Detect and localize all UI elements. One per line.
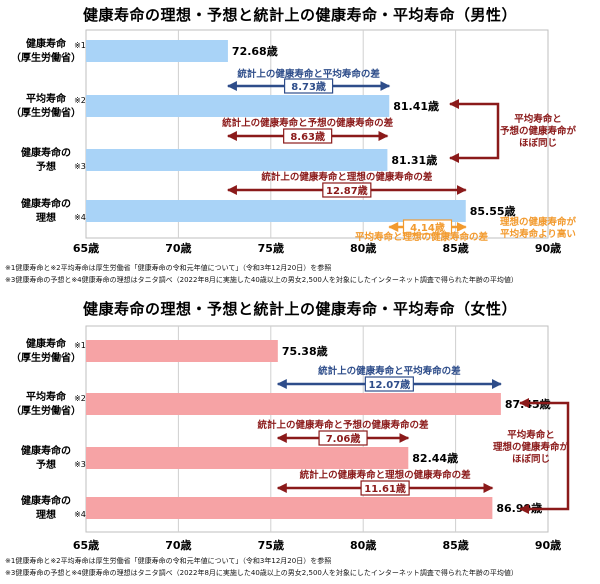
bar <box>86 149 388 171</box>
difference-label: 統計上の健康寿命と理想の健康寿命の差 <box>261 171 433 183</box>
female-footnote-2: ※3健康寿命の予想と※4健康寿命の理想はタニタ調べ（2022年8月に実施した40… <box>5 569 518 577</box>
difference-box <box>283 78 334 94</box>
side-note-line: ほぼ同じ <box>512 453 550 465</box>
bar <box>86 340 278 362</box>
category-label: 平均寿命 <box>26 390 67 403</box>
difference-value: 12.87歳 <box>326 184 368 197</box>
difference-label: 統計上の健康寿命と予想の健康寿命の差 <box>222 117 394 129</box>
category-footnote-mark: ※1 <box>74 341 86 350</box>
category-footnote-mark: ※3 <box>74 162 86 171</box>
x-tick-label: 75歳 <box>258 241 284 255</box>
x-tick-label: 80歳 <box>350 538 376 552</box>
category-footnote-mark: ※2 <box>74 96 86 105</box>
bar <box>86 95 390 117</box>
male-footnote-2: ※3健康寿命の予想と※4健康寿命の理想はタニタ調べ（2022年8月に実施した40… <box>5 276 518 284</box>
bar <box>86 200 466 222</box>
bar-value-label: 82.44歳 <box>412 451 458 465</box>
difference-label: 統計上の健康寿命と平均寿命の差 <box>318 365 461 377</box>
difference-value: 4.14歳 <box>410 221 445 234</box>
bar-value-label: 85.55歳 <box>470 204 516 218</box>
category-label: 平均寿命 <box>26 92 67 105</box>
category-label: 健康寿命 <box>26 37 67 50</box>
difference-value: 7.06歳 <box>326 432 361 445</box>
category-footnote-mark: ※4 <box>74 510 86 519</box>
category-label-sub: （厚生労働省） <box>11 106 81 119</box>
difference-label: 統計上の健康寿命と平均寿命の差 <box>237 68 380 80</box>
bar-value-label: 75.38歳 <box>282 344 328 358</box>
x-tick-label: 70歳 <box>165 241 191 255</box>
category-label: 健康寿命の <box>21 146 71 159</box>
difference-box <box>283 128 333 144</box>
difference-box <box>322 182 372 198</box>
category-label-sub: 予想 <box>36 160 56 173</box>
x-tick-label: 85歳 <box>442 538 468 552</box>
difference-value: 8.73歳 <box>291 80 326 93</box>
difference-label: 統計上の健康寿命と予想の健康寿命の差 <box>258 419 430 431</box>
bar <box>86 40 228 62</box>
x-tick-label: 75歳 <box>258 538 284 552</box>
category-footnote-mark: ※1 <box>74 41 86 50</box>
category-footnote-mark: ※2 <box>74 394 86 403</box>
bar-value-label: 72.68歳 <box>232 44 278 58</box>
x-tick-label: 90歳 <box>535 538 561 552</box>
x-tick-label: 65歳 <box>73 538 99 552</box>
category-label: 健康寿命 <box>26 337 67 350</box>
bar <box>86 497 493 519</box>
x-tick-label: 85歳 <box>442 241 468 255</box>
category-label-sub: 予想 <box>36 458 56 471</box>
x-tick-label: 70歳 <box>165 538 191 552</box>
side-note-line: 予想の健康寿命が <box>500 125 577 137</box>
side-note-line: 平均寿命より高い <box>500 228 576 240</box>
category-footnote-mark: ※4 <box>74 213 86 222</box>
x-tick-label: 65歳 <box>73 241 99 255</box>
bar-value-label: 81.41歳 <box>393 99 439 113</box>
category-label-sub: 理想 <box>36 508 56 521</box>
plot-frame <box>85 29 549 239</box>
side-note-line: 理想の健康寿命が <box>493 441 570 453</box>
bar <box>86 447 409 469</box>
category-label-sub: （厚生労働省） <box>11 351 81 364</box>
difference-box <box>402 219 453 235</box>
difference-box <box>364 376 414 392</box>
x-tick-label: 80歳 <box>350 241 376 255</box>
bar-value-label: 81.31歳 <box>391 153 437 167</box>
plot-frame <box>85 325 549 533</box>
category-label-sub: （厚生労働省） <box>11 404 81 417</box>
difference-value: 8.63歳 <box>290 130 325 143</box>
side-bracket <box>519 398 570 514</box>
category-footnote-mark: ※3 <box>74 460 86 469</box>
category-label-sub: （厚生労働省） <box>11 51 81 64</box>
female-chart-title: 健康寿命の理想・予想と統計上の健康寿命・平均寿命（女性） <box>82 300 517 318</box>
side-note-line: 平均寿命と <box>507 429 555 441</box>
difference-label: 統計上の健康寿命と理想の健康寿命の差 <box>300 469 472 481</box>
difference-label: 平均寿命と理想の健康寿命の差 <box>355 231 489 243</box>
difference-value: 12.07歳 <box>369 378 411 391</box>
difference-box <box>360 480 410 496</box>
female-footnote-1: ※1健康寿命と※2平均寿命は厚生労働省「健康寿命の令和元年値について」（令和3年… <box>5 557 332 565</box>
side-note-line: ほぼ同じ <box>519 137 557 149</box>
x-tick-label: 90歳 <box>535 241 561 255</box>
male-footnote-1: ※1健康寿命と※2平均寿命は厚生労働省「健康寿命の令和元年値について」（令和3年… <box>5 264 332 272</box>
category-label: 健康寿命の <box>21 494 71 507</box>
difference-value: 11.61歳 <box>364 482 406 495</box>
difference-box <box>318 430 368 446</box>
side-note-line: 理想の健康寿命が <box>500 216 577 228</box>
category-label: 健康寿命の <box>21 444 71 457</box>
category-label: 健康寿命の <box>21 197 71 210</box>
side-bracket <box>449 99 500 163</box>
category-label-sub: 理想 <box>36 211 56 224</box>
bar <box>86 393 501 415</box>
male-chart-title: 健康寿命の理想・予想と統計上の健康寿命・平均寿命（男性） <box>82 6 517 24</box>
side-note-line: 平均寿命と <box>514 113 562 125</box>
